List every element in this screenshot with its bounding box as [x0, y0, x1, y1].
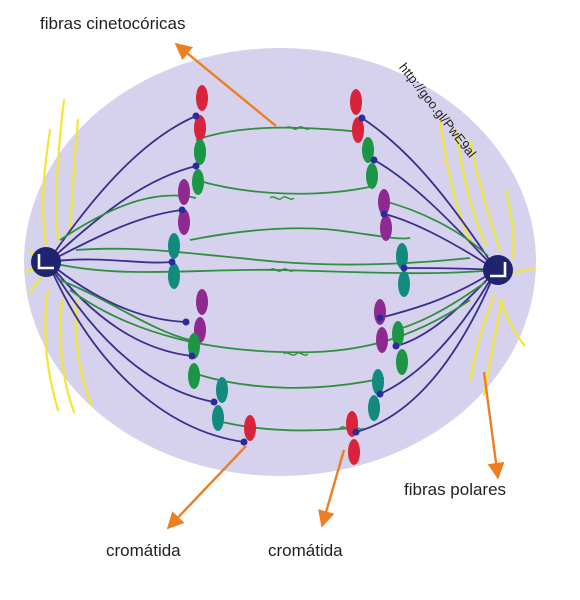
right-centrosome	[483, 255, 513, 285]
chromatid	[188, 333, 200, 359]
arrow-polar-fibers	[482, 371, 505, 480]
chromatid	[380, 215, 392, 241]
chromatid	[396, 243, 408, 269]
chromatid	[244, 415, 256, 441]
label-arrows	[166, 42, 505, 530]
label-polar-fibers: fibras polares	[404, 480, 507, 499]
chromatid	[378, 189, 390, 215]
chromatid	[194, 115, 206, 141]
chromatid	[178, 209, 190, 235]
chromatid	[368, 395, 380, 421]
right-chromatids	[346, 89, 410, 465]
arrow-chromatid-right	[318, 449, 346, 528]
chromatid	[168, 263, 180, 289]
polar-fibers	[24, 98, 536, 414]
chromatid	[196, 85, 208, 111]
right-pole-fibers	[355, 117, 497, 433]
chromatid	[392, 321, 404, 347]
chromatid	[192, 169, 204, 195]
kinetochores	[168, 112, 408, 446]
chromatid	[376, 327, 388, 353]
left-centrosome	[31, 247, 61, 277]
chromatid	[352, 117, 364, 143]
chromatid	[194, 139, 206, 165]
chromatid	[216, 377, 228, 403]
label-kinetochore-fibers: fibras cinetocóricas	[40, 14, 186, 33]
chromatid	[372, 369, 384, 395]
arrow-kinetochore-fibers	[174, 42, 277, 127]
label-chromatid-left: cromátida	[106, 541, 181, 560]
chromatid	[350, 89, 362, 115]
chromatid	[212, 405, 224, 431]
label-chromatid-right: cromátida	[268, 541, 343, 560]
left-chromatids	[168, 85, 256, 441]
chromatid	[366, 163, 378, 189]
chromatid	[396, 349, 408, 375]
arrow-chromatid-left	[166, 445, 247, 530]
chromatid	[362, 137, 374, 163]
chromatid	[348, 439, 360, 465]
chromatid	[398, 271, 410, 297]
chromatid	[196, 289, 208, 315]
left-pole-fibers	[47, 115, 245, 443]
chromatid	[188, 363, 200, 389]
chromatid	[178, 179, 190, 205]
kinetochore-fibers	[47, 126, 497, 432]
chromatid	[168, 233, 180, 259]
